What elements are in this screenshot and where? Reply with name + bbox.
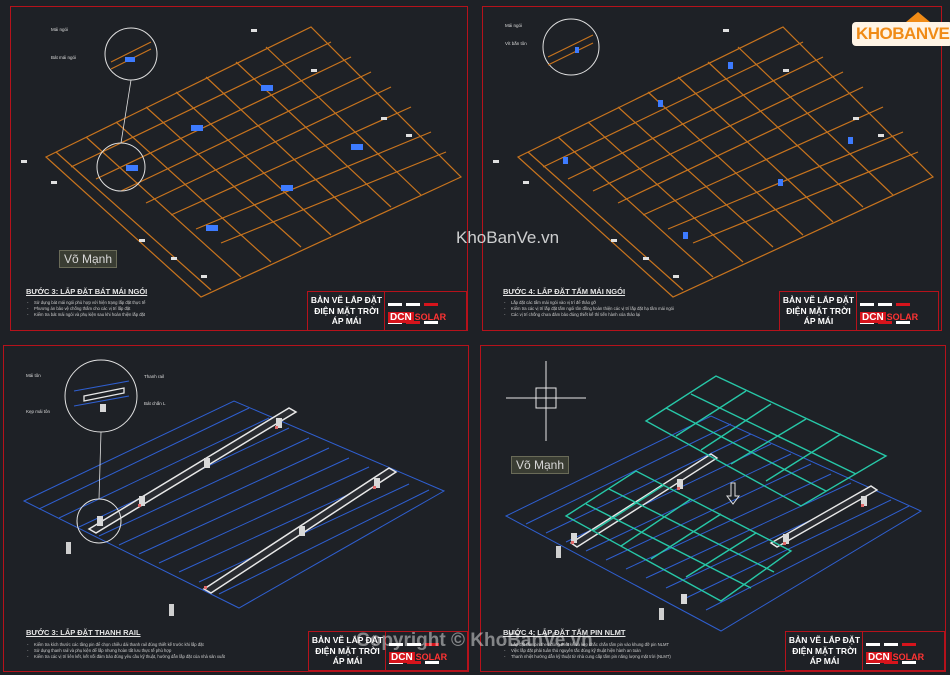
step-notes: Lắp đặt các tấm mái ngói vào vị trí để t… [503,300,674,318]
title-line: BẢN VẼ LẮP ĐẶT [311,635,384,645]
khobanve-logo[interactable]: KHOBANVE [852,12,950,54]
tile-roof-drawing [493,18,935,298]
step-title: BƯỚC 4: LẮP ĐẶT TẤM MÁI NGÓI [503,287,626,296]
note-item: Lắp đặt các tấm mái ngói vào vị trí để t… [504,300,674,306]
note-item: Thanh nhiệt hướng dẫn kỹ thuật từ nhà cu… [504,654,671,660]
house-roof-icon [906,12,930,22]
logo-text: DCN [866,652,892,663]
callout-tile: Mái ngói [505,23,523,28]
logo-suffix: SOLAR [415,652,448,662]
title-block-divider [856,292,857,330]
title-line: ÁP MÁI [803,316,834,326]
author-label: Võ Mạnh [511,456,570,474]
title-line: ĐIỆN MẶT TRỜI [314,305,379,316]
step-notes: Sử dụng bát mái ngói phù hợp với hiện tr… [26,300,145,318]
note-item: Kiểm tra bát mái ngói và phụ kiện sau kh… [27,312,145,318]
sheet-step4-tile-sheet: Mái ngói Vít bắn tôn BƯỚC 4: LẮP ĐẶT TẤM… [482,6,942,331]
title-block-text: BẢN VẼ LẮP ĐẶT ĐIỆN MẶT TRỜI ÁP MÁI [310,295,383,327]
callout-metal-roof: Mái tôn [26,373,41,378]
sheet-step3-rail: Mái tôn Thanh rail Bát chấn L Kẹp mái tô… [3,345,469,672]
note-item: Các vị trí chống chưa đảm bảo đúng thiết… [504,312,674,318]
brand-name: KHOBANVE [852,22,950,46]
title-block-divider [385,632,386,670]
solar-panel-drawing [504,361,923,632]
title-line: ÁP MÁI [332,656,363,666]
logo-text: DCN [860,312,886,323]
callout-rail: Thanh rail [144,374,165,379]
metal-roof-drawing [22,359,446,616]
note-item: Kiểm tra các vị trí lắp đặt tấm ngói tôn… [504,306,674,312]
logo-suffix: SOLAR [886,312,919,322]
step-title: BƯỚC 3: LẮP ĐẶT THANH RAIL [26,628,141,637]
note-item: Sử dụng bát mái ngói phù hợp với hiện tr… [27,300,145,306]
sheet-step3-tile-bracket: Mái ngói Bát mái ngói Võ Mạnh BƯỚC 3: LẮ… [10,6,468,331]
logo-suffix: SOLAR [892,652,925,662]
note-item: Kiểm tra các vị trí liên kết, kết nối đả… [27,654,225,660]
callout-roof-clamp: Kẹp mái tôn [26,409,51,414]
note-item: Sử dụng thanh rail và phụ kiện để lắp nh… [27,648,225,654]
title-block-text: BẢN VẼ LẮP ĐẶT ĐIỆN MẶT TRỜI ÁP MÁI [788,635,861,667]
note-item: Việc lắp đặt phải tuân thủ nguyên tắc đú… [504,648,671,654]
note-item: Lắp đặt tấm pin theo đúng thiết kế và kẹ… [504,642,671,648]
callout-tile-bracket: Bát mái ngói [51,55,77,60]
watermark: KhoBanVe.vn [456,228,560,247]
title-line: ĐIỆN MẶT TRỜI [792,645,857,656]
title-block-divider [384,292,385,330]
step-title: BƯỚC 4: LẮP ĐẶT TẤM PIN NLMT [503,628,626,637]
callout-tile: Mái ngói [51,27,69,32]
logo-suffix: SOLAR [414,312,447,322]
step-notes: Lắp đặt tấm pin theo đúng thiết kế và kẹ… [503,642,671,660]
author-label: Võ Mạnh [59,250,118,268]
sheet-step4-solar-panel: Võ Mạnh BƯỚC 4: LẮP ĐẶT TẤM PIN NLMT Lắp… [480,345,946,672]
logo-text: DCN [389,652,415,663]
crosshair-icon [506,361,586,441]
title-line: ĐIỆN MẶT TRỜI [786,305,851,316]
title-line: BẢN VẼ LẮP ĐẶT [782,295,855,305]
step-notes: Kiểm tra kích thước các tầng pin để chọn… [26,642,225,660]
tile-roof-drawing [21,26,463,298]
title-line: ÁP MÁI [809,656,840,666]
callout-roof-screw: Vít bắn tôn [505,41,527,46]
title-line: BẢN VẼ LẮP ĐẶT [310,295,383,305]
title-line: ÁP MÁI [331,316,362,326]
title-block-text: BẢN VẼ LẮP ĐẶT ĐIỆN MẶT TRỜI ÁP MÁI [782,295,855,327]
callout-l-bracket: Bát chấn L [144,401,166,406]
copyright-watermark: Copyright © KhoBanVe.vn [356,630,593,651]
title-line: ĐIỆN MẶT TRỜI [315,645,380,656]
step-title: BƯỚC 3: LẮP ĐẶT BÁT MÁI NGÓI [26,287,148,296]
title-line: BẢN VẼ LẮP ĐẶT [788,635,861,645]
title-block-text: BẢN VẼ LẮP ĐẶT ĐIỆN MẶT TRỜI ÁP MÁI [311,635,384,667]
title-block-divider [862,632,863,670]
logo-text: DCN [388,312,414,323]
note-item: Kiểm tra kích thước các tầng pin để chọn… [27,642,225,648]
note-item: Phương án bảo vệ chống thấm cho các vị t… [27,306,145,312]
